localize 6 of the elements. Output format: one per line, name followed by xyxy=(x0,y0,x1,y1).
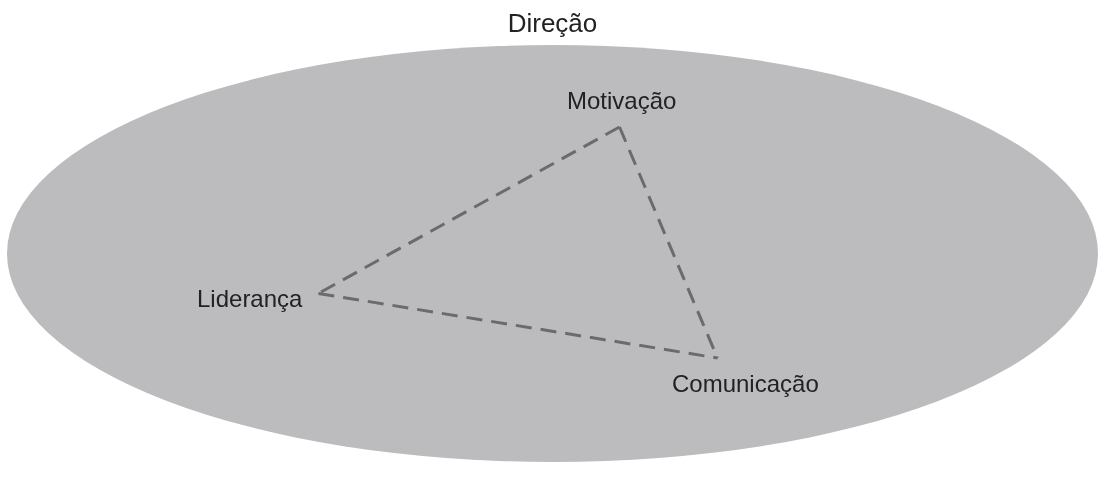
concept-label: Comunicação xyxy=(672,358,819,398)
dashed-connector xyxy=(618,126,719,359)
heading-label: Direção xyxy=(506,8,599,38)
concept-label: Liderança xyxy=(197,285,319,313)
dashed-connector xyxy=(318,291,718,360)
concept-label: Motivação xyxy=(567,87,677,127)
